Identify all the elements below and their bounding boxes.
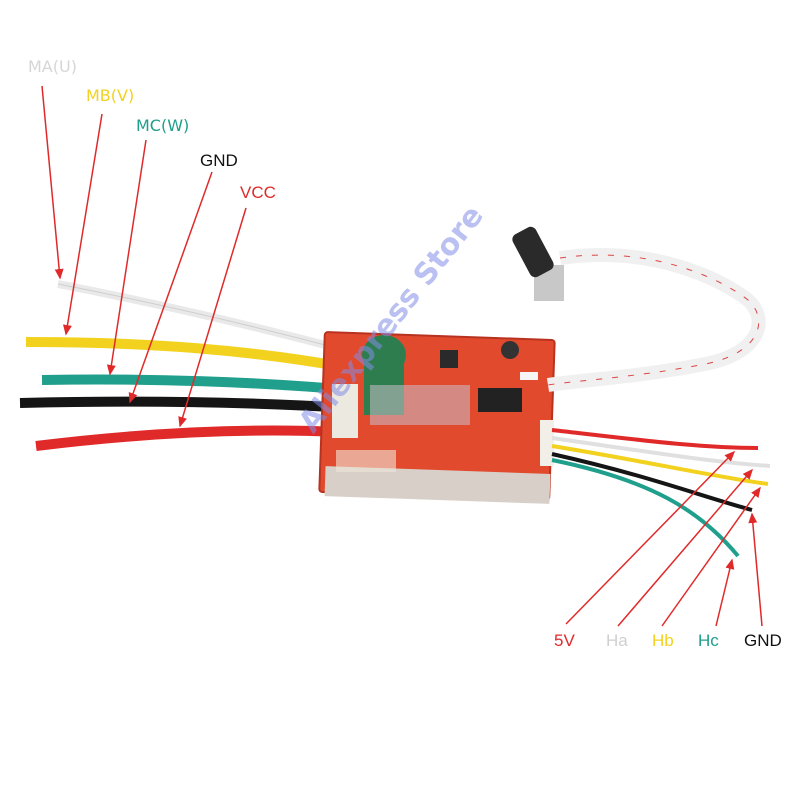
label-arrows-left [41, 85, 247, 428]
hall-connector [540, 420, 554, 466]
label-gnd-left: GND [200, 151, 238, 170]
wire-gnd-black [19, 396, 351, 413]
label-vcc: VCC [240, 183, 276, 202]
potentiometer [512, 226, 766, 392]
motor-wires [19, 280, 354, 451]
power-connector [332, 384, 358, 438]
wire-mc-teal [41, 374, 351, 395]
label-5v: 5V [554, 631, 575, 650]
label-hc: Hc [698, 631, 719, 650]
chip [478, 388, 522, 412]
wire-vcc-red [35, 425, 341, 451]
circuit-board [318, 331, 556, 504]
wire-5v-red [551, 428, 759, 450]
wire-hb-yellow [551, 444, 769, 486]
wire-mb-yellow [25, 337, 351, 373]
label-arrows-right [565, 450, 763, 627]
wire-ha-white [551, 436, 771, 468]
label-mb: MB(V) [86, 86, 135, 105]
label-gnd-right: GND [744, 631, 782, 650]
label-ha: Ha [606, 631, 628, 650]
label-ma: MA(U) [28, 57, 77, 76]
label-mc: MC(W) [136, 116, 190, 135]
wire-gnd-right-black [551, 452, 753, 512]
hall-wires [551, 428, 771, 558]
label-hb: Hb [652, 631, 674, 650]
